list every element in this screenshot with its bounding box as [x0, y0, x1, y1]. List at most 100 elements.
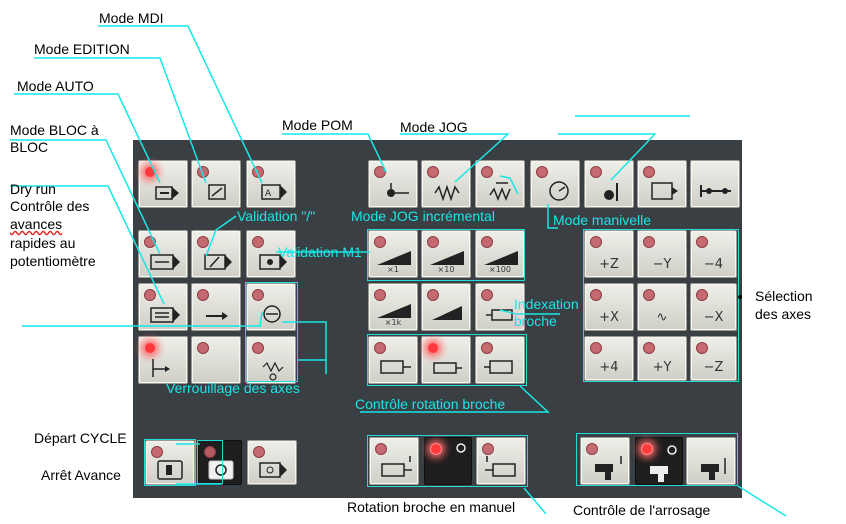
validation-m1-key[interactable] — [246, 230, 296, 278]
tool-path-icon — [152, 359, 170, 377]
rapid-feed-key[interactable] — [191, 283, 241, 331]
z-spring-icon — [262, 361, 284, 381]
axis-minus-x-key[interactable]: −X — [690, 283, 737, 331]
increment-ramp-icon — [377, 304, 411, 318]
axis-plus-z-label: +Z — [599, 257, 619, 272]
lock-circle-icon — [263, 305, 281, 323]
spindle-manual-cw-key[interactable] — [369, 437, 419, 485]
label-mode-jog: Mode JOG — [400, 119, 468, 135]
dry-run-icon — [150, 307, 180, 323]
jog-x100-key[interactable]: ×100 — [475, 230, 525, 278]
indexation-broche-key[interactable] — [475, 283, 525, 331]
cycle-start-icon — [157, 460, 183, 480]
jog-x1-key[interactable]: ×1 — [368, 230, 418, 278]
coolant-auto-key[interactable] — [686, 437, 736, 485]
led-indicator — [197, 342, 209, 354]
feed-override-key[interactable] — [421, 283, 471, 331]
spindle-ccw-key[interactable] — [475, 336, 525, 384]
spindle-manual-ccw-key[interactable] — [476, 437, 526, 485]
axis-minus-y-label: −Y — [652, 257, 672, 272]
led-indicator — [144, 342, 156, 354]
led-indicator — [696, 342, 708, 354]
bloc-a-bloc-key[interactable] — [138, 230, 188, 278]
coolant-off-key[interactable] — [635, 437, 683, 485]
spindle-ccw-icon — [484, 360, 513, 374]
led-indicator — [197, 166, 209, 178]
spindle-cw-key[interactable] — [368, 336, 418, 384]
axis-plus-4-key[interactable]: +4 — [584, 336, 634, 381]
z-lock-key[interactable] — [246, 336, 296, 384]
led-indicator — [375, 443, 387, 455]
label-mode-auto: Mode AUTO — [17, 78, 94, 94]
spindle-stop-key[interactable] — [421, 336, 471, 384]
edit-icon — [208, 184, 226, 200]
led-indicator — [430, 443, 442, 455]
dry-run-key[interactable] — [138, 283, 188, 331]
arrow-right-icon — [155, 186, 179, 200]
blank-key[interactable] — [191, 336, 241, 384]
mode-jog-key[interactable] — [421, 160, 471, 208]
led-indicator — [696, 289, 708, 301]
axis-plus-x-key[interactable]: +X — [584, 283, 634, 331]
axis-plus-4-label: +4 — [599, 360, 619, 375]
label-arret-avance: Arrêt Avance — [41, 467, 121, 483]
single-block-icon — [150, 254, 180, 270]
led-indicator — [590, 289, 602, 301]
led-indicator — [427, 342, 439, 354]
coolant-on-key[interactable] — [580, 437, 630, 485]
program-icon — [651, 182, 678, 200]
axis-origin-key[interactable] — [690, 160, 740, 208]
axis-rapid-label: ∿ — [656, 310, 668, 325]
axis-minus-z-key[interactable]: −Z — [690, 336, 737, 381]
led-indicator — [643, 166, 655, 178]
led-indicator — [151, 446, 163, 458]
program-key[interactable] — [637, 160, 687, 208]
coolant-tap-icon — [701, 458, 726, 480]
axis-minus-x-label: −X — [703, 310, 724, 325]
led-indicator — [374, 342, 386, 354]
mode-edition-key[interactable] — [191, 160, 241, 208]
axis-minus-y-key[interactable]: −Y — [637, 230, 687, 278]
led-indicator — [374, 236, 386, 248]
spindle-reference-key[interactable] — [584, 160, 634, 208]
label-indexation-1: Indexation — [514, 296, 579, 312]
depart-cycle-key[interactable] — [145, 440, 195, 485]
axis-plus-z-key[interactable]: +Z — [584, 230, 634, 278]
led-indicator — [536, 166, 548, 178]
led-indicator — [590, 342, 602, 354]
increment-ramp-icon — [432, 306, 462, 320]
reset-key[interactable] — [247, 440, 297, 485]
label-rotation-manuel: Rotation broche en manuel — [347, 499, 516, 515]
led-indicator — [197, 289, 209, 301]
led-indicator — [427, 289, 439, 301]
mode-jog-incremental-key[interactable] — [475, 160, 525, 208]
axis-plus-x-label: +X — [599, 310, 619, 325]
label-mode-bloc-1: Mode BLOC à — [10, 122, 99, 138]
label-mode-mdi: Mode MDI — [99, 10, 164, 26]
mode-auto-key[interactable] — [138, 160, 188, 208]
led-indicator — [427, 166, 439, 178]
axis-minus-4-key[interactable]: −4 — [690, 230, 737, 278]
feed-hold-mode-key[interactable] — [138, 336, 188, 384]
spindle-manual-stop-key[interactable] — [424, 437, 472, 485]
axis-lock-key[interactable] — [246, 283, 296, 331]
mode-pom-key[interactable] — [368, 160, 418, 208]
axis-rapid-key[interactable]: ∿ — [637, 283, 687, 331]
rapid-arrow-icon — [206, 312, 228, 320]
jog-incremental-box — [367, 229, 525, 281]
jog-x1k-key[interactable]: ×1k — [368, 283, 418, 331]
increment-ramp-icon — [484, 251, 518, 265]
axis-plus-y-label: +Y — [652, 360, 672, 375]
validation-slash-key[interactable] — [191, 230, 241, 278]
label-selection-1: Sélection — [755, 288, 813, 304]
increment-ramp-icon — [377, 251, 411, 265]
led-indicator — [253, 446, 265, 458]
led-indicator — [481, 342, 493, 354]
mode-manivelle-key[interactable] — [530, 160, 580, 208]
controle-rotation-box — [367, 334, 527, 386]
jog-x10-key[interactable]: ×10 — [421, 230, 471, 278]
label-selection-2: des axes — [755, 306, 812, 322]
axis-plus-y-key[interactable]: +Y — [637, 336, 687, 381]
label-mode-manivelle: Mode manivelle — [553, 212, 652, 228]
led-indicator — [481, 289, 493, 301]
